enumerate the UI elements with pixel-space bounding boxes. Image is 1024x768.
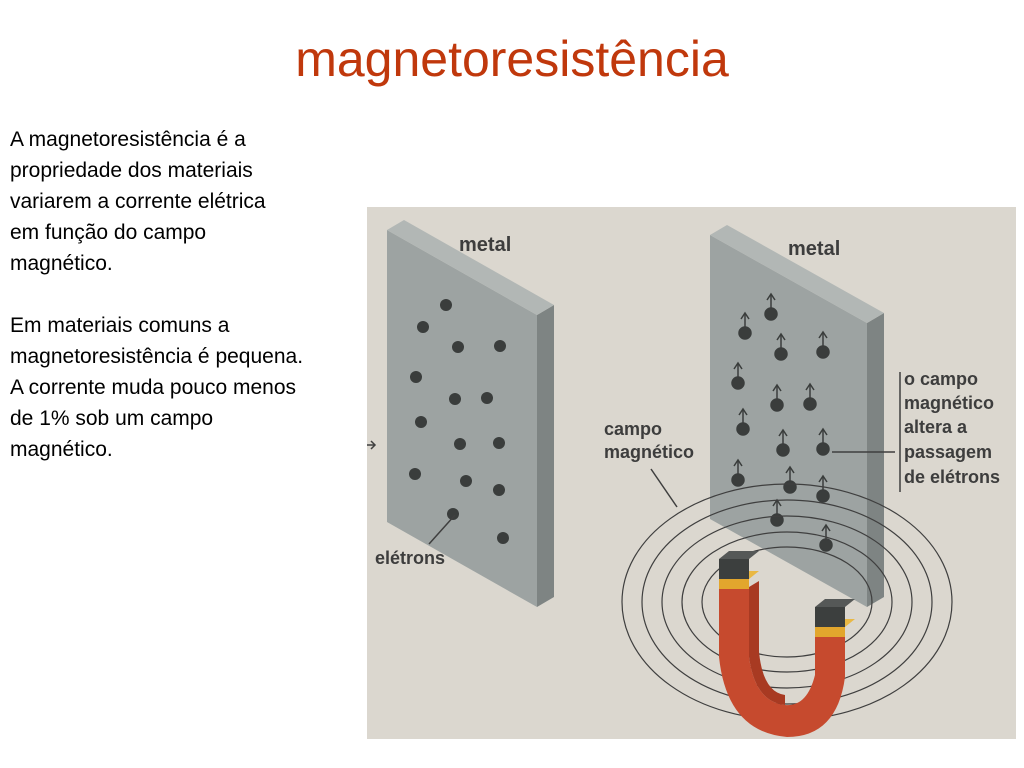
- body-text: A magnetoresistência é a propriedade dos…: [10, 124, 380, 496]
- label-eletrons: elétrons: [375, 548, 445, 568]
- paragraph-common-materials: Em materiais comuns a magnetoresistência…: [10, 314, 304, 461]
- pointer-lines: [367, 372, 901, 545]
- label-metal-right: metal: [788, 238, 840, 260]
- electrons-right: [731, 292, 833, 552]
- annotation-line-4: passagem: [904, 442, 992, 462]
- electrons-left: [409, 299, 509, 544]
- horseshoe-magnet: [719, 551, 855, 737]
- annotation-line-1: o campo: [904, 369, 978, 389]
- label-magnetico: magnético: [604, 442, 694, 462]
- annotation-line-5: de elétrons: [904, 467, 1000, 487]
- paragraph-definition: A magnetoresistência é a propriedade dos…: [10, 128, 266, 275]
- label-metal-left: metal: [459, 234, 511, 256]
- annotation-text: o campo magnético altera a passagem de e…: [904, 369, 1000, 487]
- page-title: magnetoresistência: [295, 31, 729, 87]
- annotation-line-2: magnético: [904, 393, 994, 413]
- illustration-svg: metal metal elétrons campo magnético o c…: [367, 207, 1016, 739]
- label-campo: campo: [604, 419, 662, 439]
- annotation-line-3: altera a: [904, 417, 968, 437]
- magnetoresistance-illustration: metal metal elétrons campo magnético o c…: [367, 207, 1016, 739]
